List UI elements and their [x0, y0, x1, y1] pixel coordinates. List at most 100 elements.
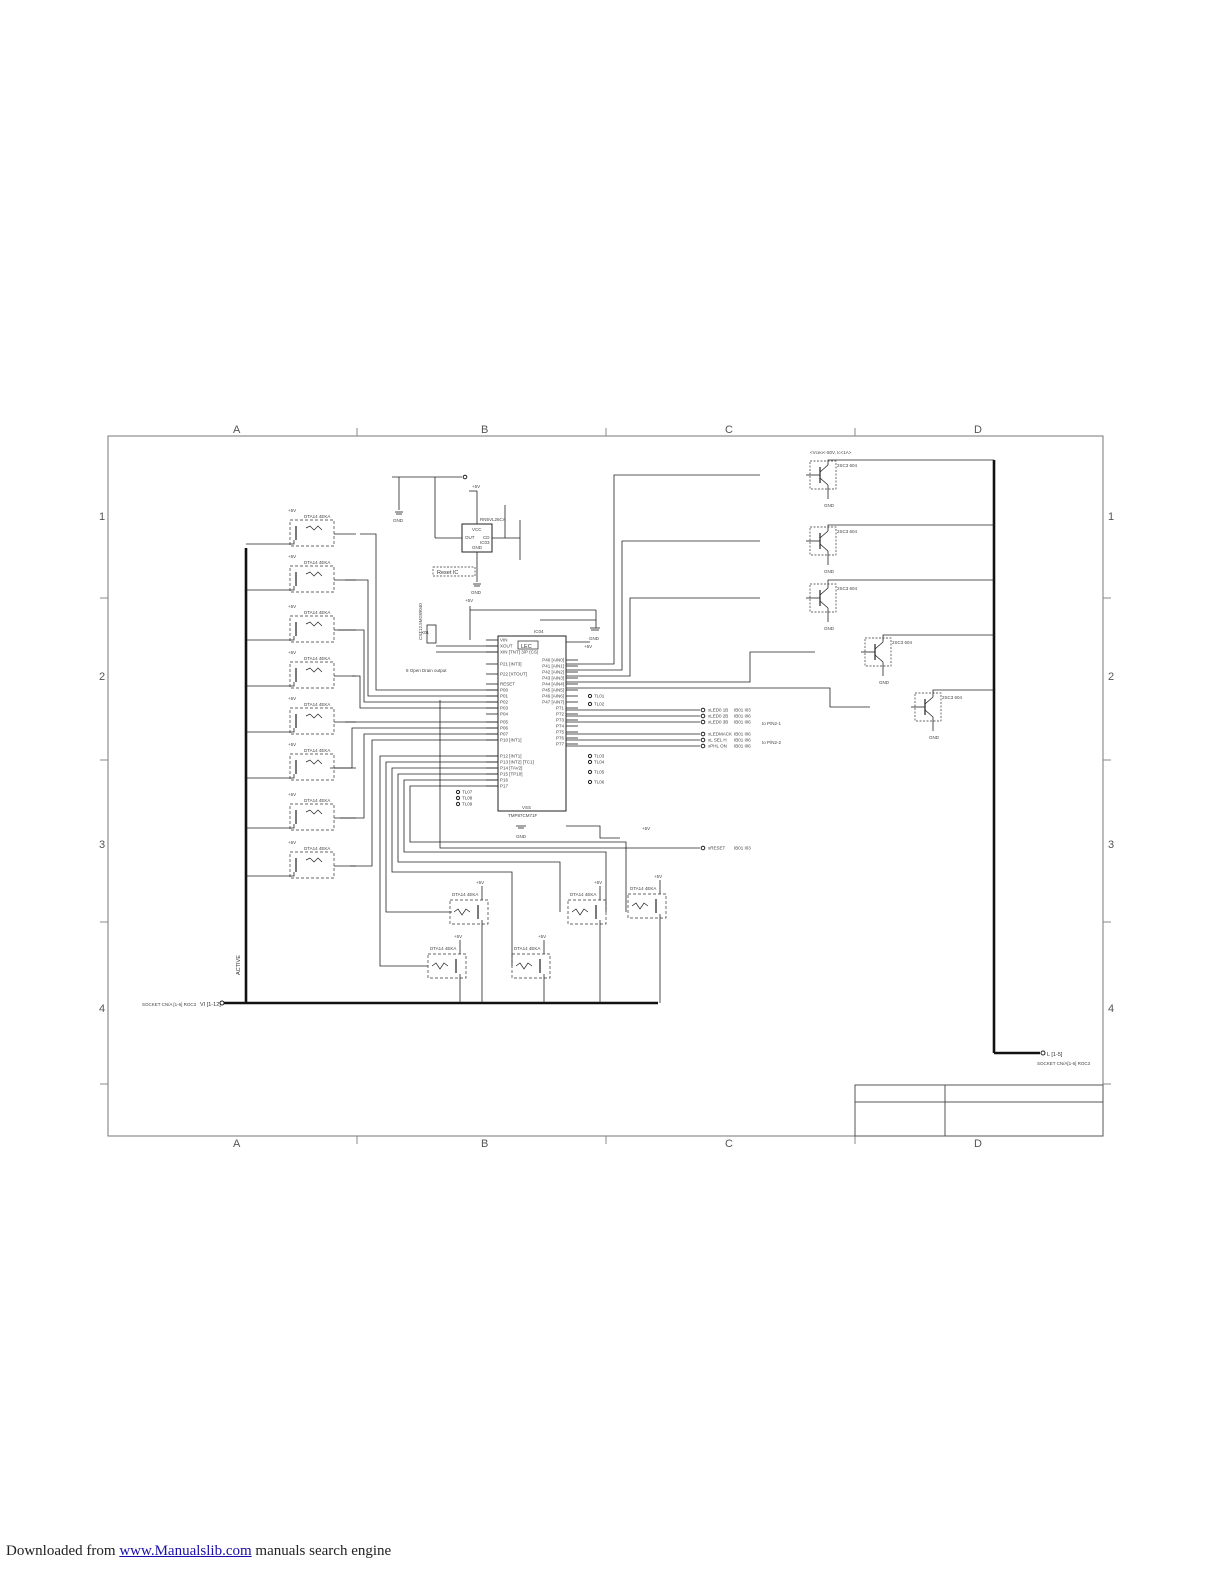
driver-gnd-label: GND [824, 569, 835, 574]
reset-ic-pin-out: OUT [465, 535, 475, 540]
transistor-resistor [453, 908, 471, 916]
transistor-resistor [305, 621, 323, 627]
transistor-resistor [305, 857, 323, 863]
ic-right-pin-label: P74 [556, 724, 565, 729]
ic-right-pin-label: P76 [556, 736, 565, 741]
gnd-label-1: GND [393, 518, 404, 523]
ic-right-pin-label: P45 [AIN5] [542, 688, 564, 693]
transistor-bus-link [246, 540, 295, 545]
left-digital-transistor: DTA14 4EKA+5V [246, 742, 356, 781]
col-label-bottom-c: C [725, 1138, 733, 1150]
main-ic-label: LEC [521, 644, 532, 650]
transistor-vcc-label: +5V [288, 508, 296, 513]
row-label-right-1: 1 [1108, 511, 1114, 523]
ic-right-pin-label: P41 [AIN1] [542, 664, 564, 669]
bottom-digital-transistor: DTA14 4EKA+5V [427, 934, 467, 1003]
reset-ic-pin-gnd: GND [472, 545, 483, 550]
driver-outline [809, 460, 837, 490]
transistor-part-label: DTA14 4EKA [304, 846, 330, 851]
main-ic-vss: VSS [522, 805, 531, 810]
side-note-1: to P/N2-1 [762, 721, 782, 726]
driver-gnd-label: GND [929, 735, 940, 740]
drawing-frame [107, 435, 1104, 1137]
row-label-right-4: 4 [1108, 1003, 1114, 1015]
signal-label: xLED0 2B [708, 714, 728, 719]
transistor-vcc-label: +5V [288, 554, 296, 559]
signal-terminal [700, 707, 706, 713]
transistor-part-label: DTA14 4EKA [304, 798, 330, 803]
transistor-outline [289, 519, 335, 547]
crystal-body [426, 624, 437, 644]
column-ruler [356, 428, 856, 1144]
test-point-marker [587, 779, 593, 785]
gnd-label-4: GND [589, 636, 600, 641]
crystal-part: CST12.5MGW040 [418, 603, 423, 640]
driver-bus-link [882, 634, 994, 642]
main-ic-part: TMP87CM71F [508, 813, 538, 818]
transistor-vcc-label: +5V [288, 604, 296, 609]
transistor-resistor [305, 525, 323, 531]
vcc-label-1: +5V [472, 484, 480, 489]
signal-ref: IB01 I06 [734, 732, 751, 737]
test-point-label: TL09 [462, 802, 473, 807]
transistor-part-label: DTA14 4EKA [570, 892, 596, 897]
reset-ic-part: RN5VL26CA [480, 517, 506, 522]
transistor-outline [289, 615, 335, 643]
test-point-marker [455, 789, 461, 795]
ic-left-pin-label: P16 [500, 778, 509, 783]
ic-right-pin-label: P42 [AIN2] [542, 670, 564, 675]
transistor-part-label: DTA14 4EKA [304, 610, 330, 615]
left-digital-transistor: DTA14 4EKA+5V [246, 696, 356, 735]
driver-part-label: 2SC3 604 [837, 586, 858, 591]
test-point-label: TL02 [594, 702, 605, 707]
main-ic-label-box [517, 640, 539, 650]
transistor-bus-link [246, 682, 295, 687]
transistor-part-label: DTA14 4EKA [304, 702, 330, 707]
driver-part-label: 2SC3 604 [837, 529, 858, 534]
driver-emitter [924, 709, 934, 718]
transistor-outline [427, 953, 467, 979]
reset-ic-tag: Reset IC [437, 570, 458, 576]
col-label-bottom-d: D [974, 1138, 982, 1150]
left-digital-transistor: DTA14 4EKA +5V [246, 604, 356, 643]
left-digital-transistor: DTA14 4EKA+5V [246, 840, 356, 879]
ic-left-pin-label: P07 [500, 732, 509, 737]
driver-outline [809, 526, 837, 556]
transistor-vcc-label: +5V [538, 934, 546, 939]
ic-left-pin-label: P02 [500, 700, 509, 705]
footer-suffix: manuals search engine [251, 1543, 392, 1559]
driver-part-label: 2SC3 604 [837, 463, 858, 468]
title-block [854, 1084, 1104, 1137]
transistor-vcc-label: +5V [454, 934, 462, 939]
test-point-label: TL04 [594, 760, 605, 765]
vcc-label-4: +5V [584, 644, 592, 649]
right-output-label: L [1-5] [1047, 1052, 1063, 1058]
transistor-part-label: DTA14 4EKA [452, 892, 478, 897]
manualslib-link[interactable]: www.Manualslib.com [119, 1543, 252, 1559]
ic-left-pin-label: P04 [500, 712, 509, 717]
side-note-2: to P/N2-2 [762, 740, 782, 745]
left-connector-terminal [219, 1000, 225, 1006]
ic-left-pin-label: P01 [500, 694, 509, 699]
driver-gnd-label: GND [824, 503, 835, 508]
signal-ref: IB01 I03 [734, 846, 751, 851]
ic-left-pin-label: P15 [TP10] [500, 772, 523, 777]
row-label-right-2: 2 [1108, 671, 1114, 683]
signal-terminal [700, 713, 706, 719]
ic-bus-wiring [330, 533, 700, 967]
ic-right-pin-label: P72 [556, 712, 565, 717]
ic-right-pin-label: P46 [AIN6] [542, 694, 564, 699]
transistor-outline [289, 851, 335, 879]
driver-gnd-label: GND [879, 680, 890, 685]
driver-bus-link [932, 689, 994, 697]
signal-label: xRESET [708, 846, 726, 851]
driver-part-label: 2SC3 604 [942, 695, 963, 700]
test-point-label: TL07 [462, 790, 473, 795]
ground-symbols [395, 511, 600, 829]
